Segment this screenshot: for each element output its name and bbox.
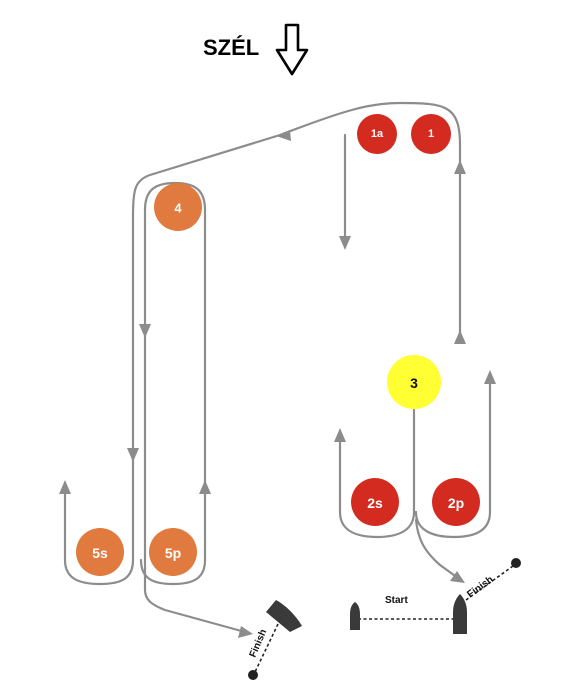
buoy-1-circle (411, 114, 451, 154)
arrow-up-5p (199, 480, 211, 494)
track-to-finish-right (414, 518, 460, 580)
buoy-5s: 5s (76, 528, 124, 576)
buoy-1-label: 1 (428, 128, 434, 140)
buoy-5s-label: 5s (92, 545, 108, 561)
arrow-down-left-leg (139, 324, 151, 338)
down-arrow-icon (275, 23, 309, 76)
arrow-to-finish-right (450, 571, 465, 583)
buoy-2s-label: 2s (367, 495, 383, 511)
arrow-up-2s (334, 428, 346, 442)
buoy-2p-label: 2p (448, 495, 464, 511)
track-to-finish-left (143, 328, 247, 634)
buoy-1a: 1a (357, 114, 397, 154)
track-loop-mark-5p (139, 488, 207, 586)
arrow-to-finish-left (238, 626, 253, 638)
buoy-2p-circle (432, 478, 480, 526)
buoy-5p-label: 5p (165, 545, 181, 561)
arrow-left-top (276, 130, 291, 141)
course-track (63, 101, 492, 634)
buoy-4-label: 4 (174, 201, 182, 216)
buoy-3-circle (387, 355, 441, 409)
start-line: Start (350, 594, 467, 634)
buoy-2s-circle (351, 478, 399, 526)
start-boat-left-icon (350, 602, 360, 630)
buoy-2p: 2p (432, 478, 480, 526)
buoy-1a-circle (357, 114, 397, 154)
finish-right-label: Finish (465, 574, 495, 600)
finish-boat-icon (266, 600, 302, 632)
finish-left-dashes (254, 623, 279, 673)
start-label: Start (385, 595, 408, 606)
finish-line-right: Finish (465, 558, 521, 601)
arrow-up-5s (59, 480, 71, 494)
start-boat-right-icon (453, 594, 467, 634)
arrow-up-right-leg (454, 160, 466, 174)
arrow-up-right-leg-lower (454, 330, 466, 344)
track-top-crossing (131, 101, 462, 457)
buoy-2s: 2s (351, 478, 399, 526)
buoy-5p: 5p (149, 528, 197, 576)
track-loop-mark-2p (414, 378, 492, 539)
finish-line-left: Finish (248, 600, 302, 680)
buoy-1a-label: 1a (371, 128, 384, 140)
wind-label: SZÉL (203, 35, 259, 60)
track-loop-mark-4 (143, 181, 207, 492)
wind-indicator: SZÉL (203, 23, 309, 76)
buoy-1: 1 (411, 114, 451, 154)
buoy-4: 4 (154, 183, 202, 231)
arrow-down-1a (339, 236, 351, 250)
finish-left-buoy (248, 670, 258, 680)
track-loop-mark-5 (63, 453, 135, 586)
finish-right-buoy (511, 558, 521, 568)
finish-right-dashes (465, 565, 514, 601)
buoy-4-circle (154, 183, 202, 231)
arrow-up-2p (484, 370, 496, 384)
track-loop-mark-2s (338, 408, 416, 539)
track-arrows (59, 130, 496, 638)
buoy-3-label: 3 (410, 375, 418, 391)
buoy-3: 3 (387, 355, 441, 409)
buoy-5p-circle (149, 528, 197, 576)
arrow-down-outer-leg (127, 448, 139, 462)
finish-left-label: Finish (248, 628, 270, 659)
buoy-5s-circle (76, 528, 124, 576)
